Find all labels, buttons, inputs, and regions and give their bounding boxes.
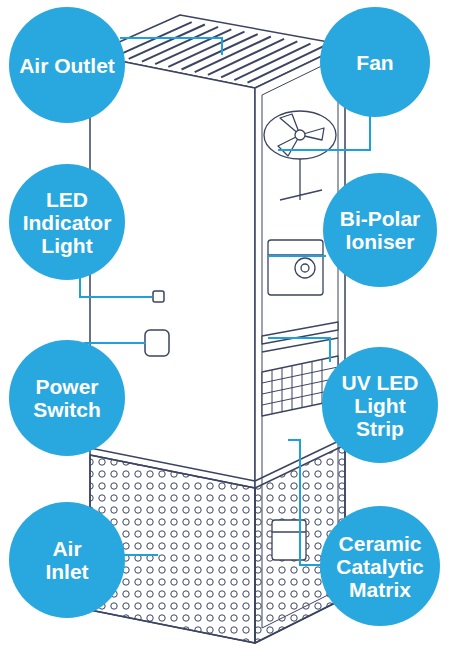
circle-fill (320, 506, 440, 626)
callout-label: Power Switch (19, 375, 115, 421)
callout-circle: LED Indicator Light (9, 164, 125, 280)
leader-line (80, 278, 152, 297)
callout-circle: Air Inlet (9, 502, 125, 618)
grille-bar (195, 37, 271, 73)
circle-fill (322, 347, 438, 463)
callout-label: LED Indicator Light (17, 188, 117, 257)
circle-fill (320, 7, 430, 117)
grille-bar (208, 39, 284, 75)
ioniser-terminal (295, 258, 315, 278)
grille-bar (129, 25, 205, 59)
callout-label: UV LED Light Strip (332, 371, 428, 440)
fan-hub (295, 130, 305, 140)
fan-housing (264, 111, 336, 159)
led-indicator (153, 291, 164, 302)
callout-label: Ceramic Catalytic Matrix (328, 532, 432, 601)
grille-bar (248, 46, 324, 83)
leader-line (84, 342, 146, 344)
grille-bar (182, 34, 258, 69)
power-button (145, 330, 169, 356)
grille-bar (168, 32, 244, 67)
circle-fill (9, 7, 125, 123)
housing (90, 15, 345, 643)
leader-line (268, 338, 330, 362)
callout-circle: Fan (320, 7, 430, 117)
circle-fill (9, 502, 125, 618)
circle-fill (9, 164, 125, 280)
outlet-grille (116, 22, 324, 83)
callout-label: Air Inlet (32, 537, 102, 583)
fan-mount (280, 159, 322, 200)
callout-circle: Air Outlet (9, 7, 125, 123)
leader-line (120, 554, 158, 556)
circle-fill (323, 173, 437, 287)
leader-lines (80, 38, 370, 565)
leader-line (120, 38, 222, 55)
section-divider (90, 448, 255, 481)
callout-label: Fan (327, 51, 423, 74)
callout-label: Air Outlet (19, 54, 115, 77)
uv-led-mount (262, 338, 338, 352)
grille-bar (234, 44, 310, 80)
leader-line (268, 255, 326, 257)
callout-circle: Ceramic Catalytic Matrix (320, 506, 440, 626)
controls (145, 291, 169, 356)
circle-fill (9, 340, 125, 456)
grille-bar (155, 29, 231, 64)
callout-circle: Power Switch (9, 340, 125, 456)
grille-bar (116, 22, 192, 56)
callout-label: Bi-Polar Ioniser (330, 207, 430, 253)
leader-line (288, 440, 322, 565)
ioniser-terminal (301, 264, 309, 272)
grille-bar (221, 41, 297, 77)
grille-bar (142, 27, 218, 62)
ioniser-body (268, 240, 323, 295)
section-divider (90, 455, 255, 488)
callout-circle: UV LED Light Strip (322, 347, 438, 463)
callout-circle: Bi-Polar Ioniser (323, 173, 437, 287)
leader-line (278, 115, 370, 150)
